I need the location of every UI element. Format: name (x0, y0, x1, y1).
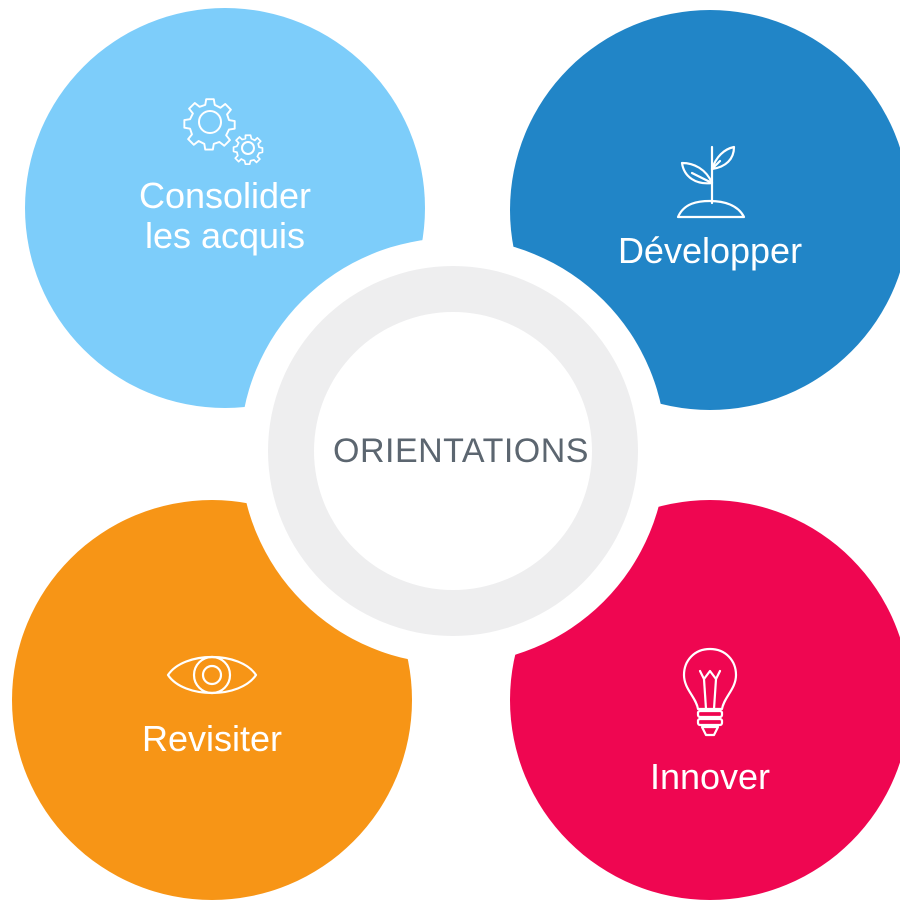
gears-icon (170, 90, 280, 170)
petal-label-consolider: Consolider les acquis (138, 174, 312, 256)
eye-icon (162, 645, 262, 705)
hub-title: ORIENTATIONS (333, 432, 589, 470)
petal-label-revisiter: Revisiter (141, 718, 283, 760)
petal-consolider: Consolider les acquis (25, 8, 425, 408)
petal-label-developper: Développer (617, 229, 803, 271)
petal-label-innover: Innover (649, 755, 771, 797)
sprout-icon (670, 139, 750, 221)
hub-center (314, 312, 592, 590)
lightbulb-icon (680, 643, 740, 743)
